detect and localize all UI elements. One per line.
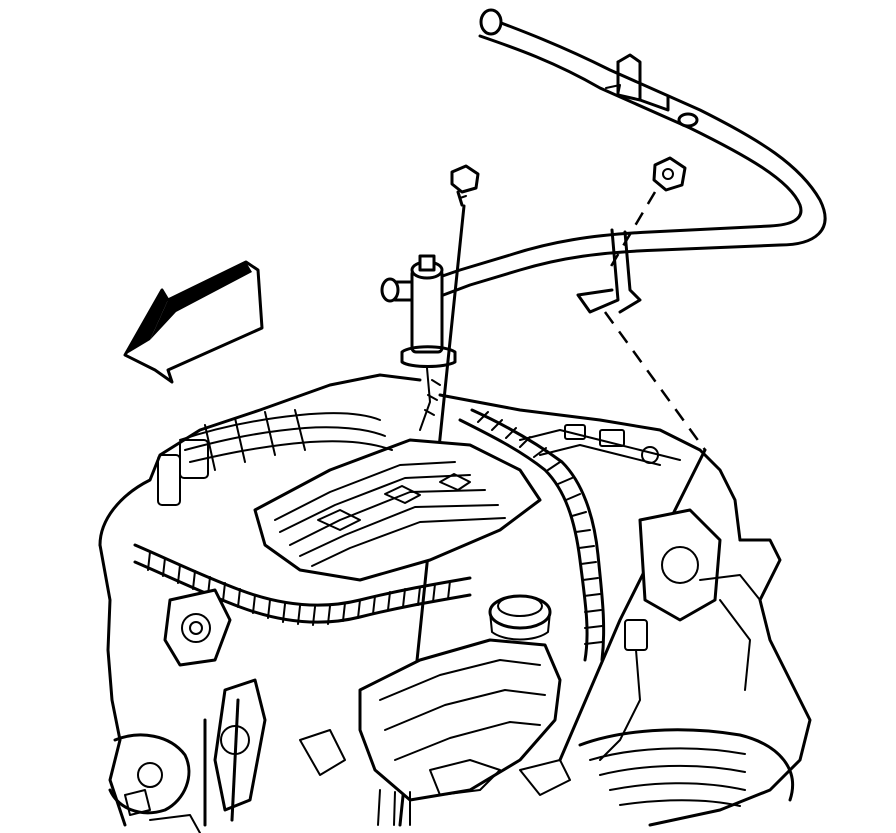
forward-arrow-icon (123, 260, 264, 384)
bent-tube (380, 8, 827, 303)
bracket-pointer-line (558, 448, 707, 762)
tube-bracket-lower (576, 228, 642, 314)
nut (652, 156, 687, 192)
nut-dashed-line (608, 191, 657, 269)
tube-end-lower (380, 277, 400, 303)
engine-assembly (98, 373, 812, 833)
bracket-dashed-line (603, 311, 707, 451)
tube-end (479, 8, 503, 36)
tube-bracket-upper (605, 53, 699, 128)
fill-tube (400, 254, 457, 431)
bolt (450, 164, 480, 207)
oil-filler-cap (488, 594, 552, 641)
